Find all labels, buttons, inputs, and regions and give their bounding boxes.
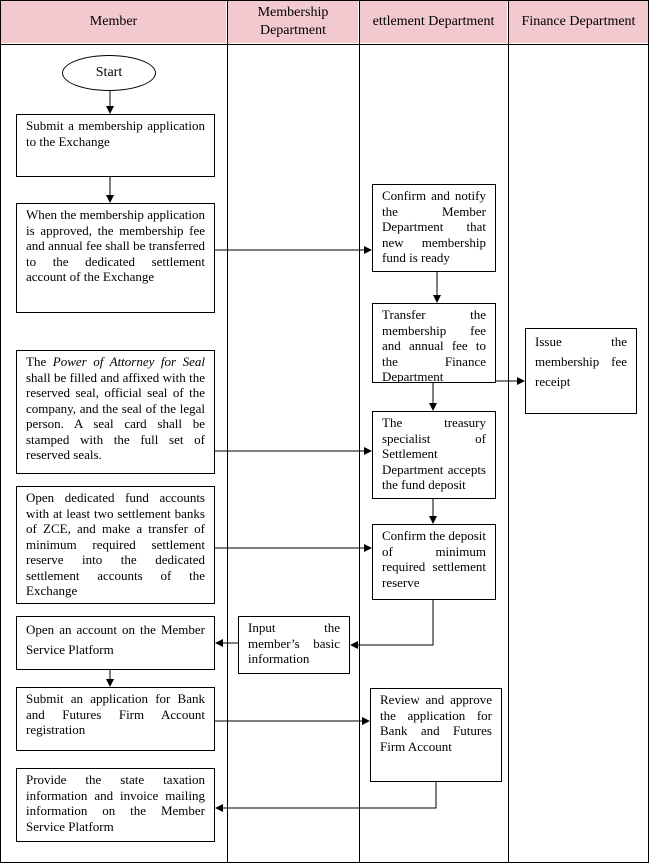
submit-application-text: Submit a membership application to the E… [26,118,205,149]
open-fund-accounts-box: Open dedicated fund accounts with at lea… [16,486,215,604]
lane-header-settlement-department: ettlement Department [360,1,507,43]
transfer-fee-box: When the membership application is appro… [16,203,215,313]
seal-text-post: shall be filled and affixed with the res… [26,369,205,463]
lane-header-member: Member [1,1,226,43]
treasury-accepts-text: The treasury specialist of Settlement De… [382,415,486,492]
start-node: Start [62,55,156,91]
taxation-info-box: Provide the state taxation information a… [16,768,215,842]
bank-futures-application-box: Submit an application for Bank and Futur… [16,687,215,751]
review-approve-box: Review and approve the application for B… [370,688,502,782]
issue-receipt-text: Issue the membership fee receipt [535,334,627,389]
confirm-notify-text: Confirm and notify the Member Department… [382,188,486,265]
confirm-notify-box: Confirm and notify the Member Department… [372,184,496,272]
seal-power-attorney-box: The Power of Attorney for Seal shall be … [16,350,215,474]
issue-receipt-box: Issue the membership fee receipt [525,328,637,414]
start-label: Start [95,65,123,80]
confirm-deposit-text: Confirm the deposit of minimum required … [382,528,486,590]
input-member-info-box: Input the member’s basic information [238,616,350,674]
open-platform-account-text: Open an account on the Member Service Pl… [26,622,205,657]
seal-text-italic: Power of Attorney for Seal [52,354,205,369]
transfer-fee-text: When the membership application is appro… [26,207,205,284]
transfer-to-finance-box: Transfer the membership fee and annual f… [372,303,496,383]
input-member-info-text: Input the member’s basic information [248,620,340,666]
lane-header-membership-department: Membership Department [228,1,358,43]
confirm-deposit-box: Confirm the deposit of minimum required … [372,524,496,600]
seal-text-pre: The [26,354,53,369]
transfer-to-finance-text: Transfer the membership fee and annual f… [382,307,486,383]
taxation-info-text: Provide the state taxation information a… [26,772,205,834]
submit-application-box: Submit a membership application to the E… [16,114,215,177]
lane-header-finance-department: Finance Department [509,1,648,43]
bank-futures-application-text: Submit an application for Bank and Futur… [26,691,205,737]
open-fund-accounts-text: Open dedicated fund accounts with at lea… [26,490,205,598]
treasury-accepts-box: The treasury specialist of Settlement De… [372,411,496,499]
open-platform-account-box: Open an account on the Member Service Pl… [16,616,215,670]
review-approve-text: Review and approve the application for B… [380,692,492,754]
